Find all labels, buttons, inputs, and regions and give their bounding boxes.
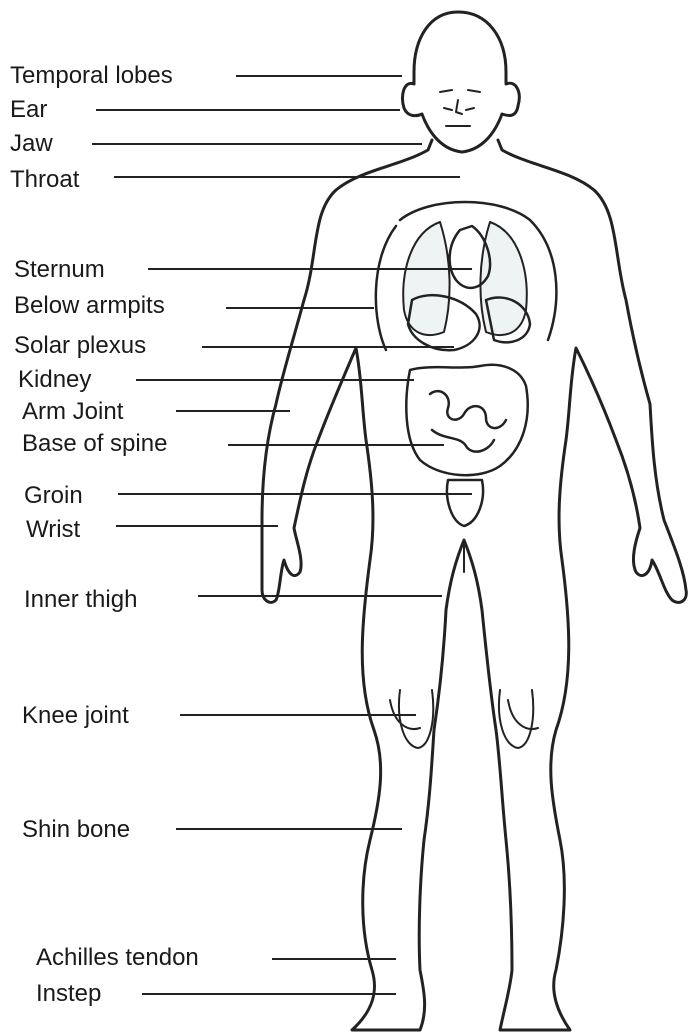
label-arm-joint: Arm Joint [22, 400, 123, 424]
leader-line-arm-joint [176, 410, 290, 412]
label-ear: Ear [10, 98, 47, 122]
label-sternum: Sternum [14, 258, 105, 282]
leader-line-ear [96, 109, 400, 111]
leader-line-temporal-lobes [236, 75, 402, 77]
label-solar-plexus: Solar plexus [14, 334, 146, 358]
bladder-shape [447, 480, 483, 526]
leader-line-sternum [148, 268, 472, 270]
label-kidney: Kidney [18, 368, 91, 392]
leader-line-shin-bone [176, 828, 402, 830]
leader-line-jaw [92, 143, 422, 145]
intestines-shape [406, 365, 527, 475]
label-base-of-spine: Base of spine [22, 432, 167, 456]
face-features [440, 90, 480, 126]
head-outline [402, 12, 519, 152]
leader-line-knee-joint [180, 714, 416, 716]
leader-line-below-armpits [226, 307, 374, 309]
label-throat: Throat [10, 168, 79, 192]
label-inner-thigh: Inner thigh [24, 588, 137, 612]
leader-line-throat [114, 176, 460, 178]
leader-line-kidney [136, 379, 414, 381]
label-below-armpits: Below armpits [14, 294, 165, 318]
leader-line-groin [118, 493, 472, 495]
label-achilles-tendon: Achilles tendon [36, 946, 199, 970]
leader-line-inner-thigh [198, 595, 442, 597]
label-wrist: Wrist [26, 518, 80, 542]
label-knee-joint: Knee joint [22, 704, 129, 728]
leader-line-achilles-tendon [272, 958, 396, 960]
label-jaw: Jaw [10, 132, 53, 156]
torso-outline [262, 140, 686, 1030]
leader-line-wrist [116, 525, 278, 527]
leader-line-instep [142, 993, 396, 995]
label-groin: Groin [24, 484, 83, 508]
leader-line-solar-plexus [202, 346, 454, 348]
label-instep: Instep [36, 982, 101, 1006]
label-shin-bone: Shin bone [22, 818, 130, 842]
label-temporal-lobes: Temporal lobes [10, 64, 173, 88]
leader-line-base-of-spine [228, 444, 444, 446]
